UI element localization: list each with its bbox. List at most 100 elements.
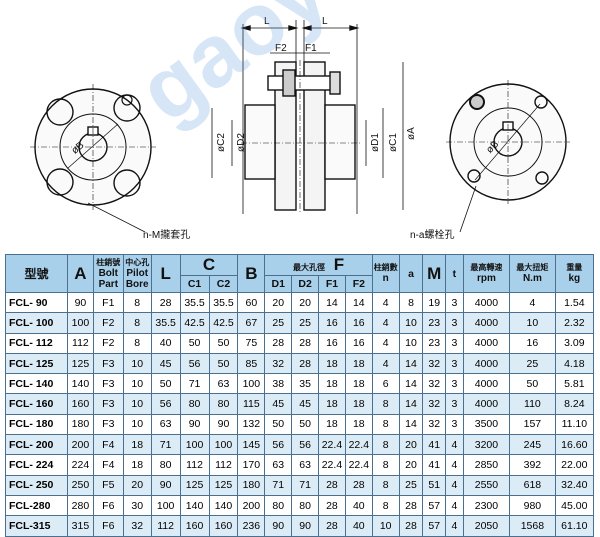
side-view (211, 20, 404, 214)
table-cell: 80 (264, 494, 293, 517)
table-cell: 45.00 (554, 494, 595, 517)
table-cell: F6 (92, 494, 124, 517)
model-cell: FCL- 200 (5, 434, 68, 456)
table-cell: F3 (92, 352, 124, 375)
table-cell: 23 (422, 332, 447, 354)
table-cell: 20 (291, 291, 320, 314)
table-cell: 4000 (462, 332, 511, 354)
table-cell: 63 (208, 373, 239, 395)
table-cell: F2 (92, 332, 124, 354)
table-cell: 14 (398, 373, 424, 395)
table-cell: 315 (67, 515, 94, 537)
table-cell: 125 (67, 352, 94, 375)
model-cell: FCL- 250 (5, 474, 68, 496)
table-cell: 28 (398, 515, 424, 537)
table-cell: 28 (291, 332, 320, 354)
table-cell: 32 (422, 373, 447, 395)
table-cell: 100 (150, 494, 181, 517)
table-cell: F3 (92, 413, 124, 436)
table-cell: 42.5 (179, 312, 210, 334)
table-cell: 8 (371, 393, 400, 415)
table-cell: 41 (422, 434, 447, 456)
table-cell: 8 (122, 312, 152, 334)
table-cell: 41 (422, 454, 447, 476)
table-cell: 40 (150, 332, 181, 354)
model-cell: FCL-280 (5, 494, 68, 517)
header-b: B (237, 254, 266, 293)
table-cell: 4 (371, 312, 400, 334)
table-cell: 236 (237, 515, 266, 537)
table-cell: 4 (371, 291, 400, 314)
table-cell: 100 (179, 434, 210, 456)
table-cell: 22.4 (318, 454, 346, 476)
table-cell: 100 (237, 373, 266, 395)
table-cell: 3 (445, 332, 464, 354)
table-cell: 245 (509, 434, 556, 456)
table-cell: 16 (344, 312, 373, 334)
table-cell: 10 (398, 312, 424, 334)
table-cell: 35.5 (179, 291, 210, 314)
header-bolt-part: 柱銷號 Bolt Part (92, 254, 124, 293)
table-cell: 8 (371, 434, 400, 456)
table-cell: 56 (179, 352, 210, 375)
table-cell: 57 (422, 515, 447, 537)
table-cell: 19 (422, 291, 447, 314)
table-cell: 85 (237, 352, 266, 375)
table-cell: 18 (122, 454, 152, 476)
table-cell: F6 (92, 515, 124, 537)
table-cell: 16 (318, 332, 346, 354)
table-cell: 112 (179, 454, 210, 476)
table-cell: 3 (445, 373, 464, 395)
table-cell: 18 (318, 373, 346, 395)
table-cell: 25 (291, 312, 320, 334)
model-cell: FCL- 180 (5, 413, 68, 436)
table-cell: 3 (445, 393, 464, 415)
table-cell: 180 (67, 413, 94, 436)
table-cell: F3 (92, 393, 124, 415)
table-cell: F4 (92, 434, 124, 456)
model-cell: FCL- 125 (5, 352, 68, 375)
table-cell: 125 (179, 474, 210, 496)
header-a: A (67, 254, 94, 293)
table-cell: 8 (371, 413, 400, 436)
a-label: øA (406, 127, 417, 140)
table-cell: 4.18 (554, 352, 595, 375)
table-cell: 30 (122, 494, 152, 517)
table-cell: 2.32 (554, 312, 595, 334)
table-cell: F3 (92, 373, 124, 395)
table-cell: 90 (264, 515, 293, 537)
table-cell: 200 (67, 434, 94, 456)
header-kg: 重量 kg (554, 254, 595, 293)
table-cell: 1.54 (554, 291, 595, 314)
table-cell: 10 (122, 413, 152, 436)
l-left-label: L (264, 16, 270, 27)
table-cell: 3.09 (554, 332, 595, 354)
model-cell: FCL- 140 (5, 373, 68, 395)
table-cell: 4 (371, 352, 400, 375)
table-cell: 125 (208, 474, 239, 496)
table-cell: 3500 (462, 413, 511, 436)
header-l: L (150, 254, 181, 293)
header-c1: C1 (179, 275, 210, 293)
table-cell: 4000 (462, 312, 511, 334)
header-c: C (179, 254, 239, 276)
header-a-small: a (398, 254, 424, 293)
table-cell: 45 (150, 352, 181, 375)
table-cell: 60 (237, 291, 266, 314)
table-cell: 63 (264, 454, 293, 476)
header-f2: F2 (344, 275, 373, 293)
table-cell: 67 (237, 312, 266, 334)
table-cell: 50 (291, 413, 320, 436)
table-cell: 18 (344, 413, 373, 436)
table-cell: 40 (344, 494, 373, 517)
table-cell: 90 (208, 413, 239, 436)
table-cell: 160 (208, 515, 239, 537)
table-cell: 14 (398, 393, 424, 415)
f1-label: F1 (305, 43, 317, 54)
header-f1: F1 (318, 275, 346, 293)
table-cell: 280 (67, 494, 94, 517)
table-cell: 45 (291, 393, 320, 415)
